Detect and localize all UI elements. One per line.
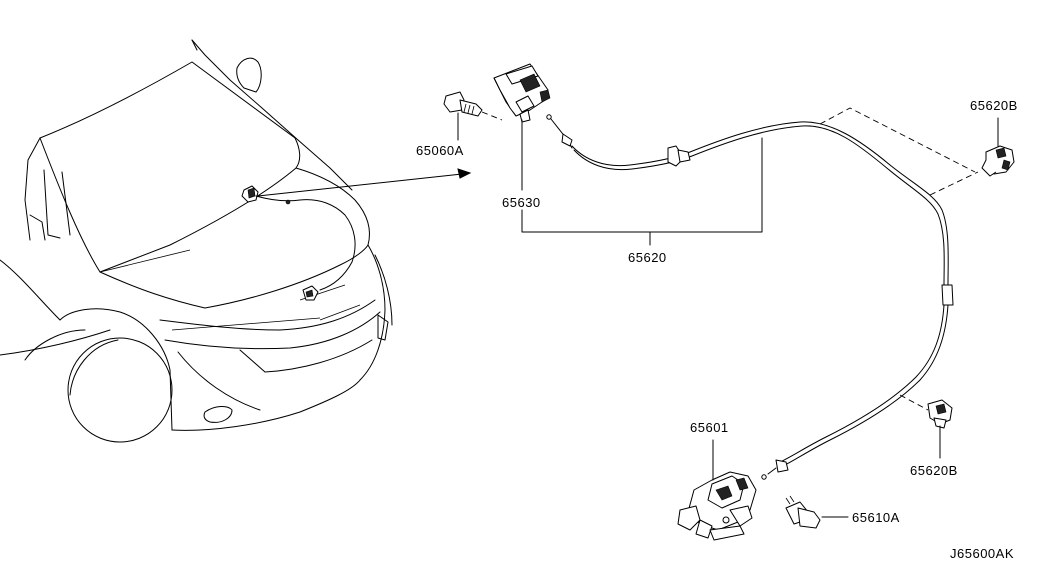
bolt-65610A <box>785 495 821 529</box>
cable-65620 <box>546 114 954 480</box>
label-65630: 65630 <box>502 195 541 210</box>
vehicle-front <box>0 39 393 443</box>
label-65610A: 65610A <box>852 510 900 525</box>
clip-65620B-top <box>819 107 1015 196</box>
diagram-code: J65600AK <box>950 546 1014 561</box>
label-65620B-bottom: 65620B <box>910 463 958 478</box>
label-65620B-top: 65620B <box>970 98 1018 113</box>
pointer-arrow <box>257 168 472 197</box>
bracket-65620 <box>521 137 763 233</box>
label-65620: 65620 <box>628 250 667 265</box>
hood-lock-65601 <box>677 471 757 541</box>
clip-65620B-bottom <box>899 394 953 429</box>
bolt-65060A <box>443 91 503 121</box>
label-65060A: 65060A <box>416 143 464 158</box>
release-handle-65630 <box>493 63 551 123</box>
label-65601: 65601 <box>690 420 729 435</box>
